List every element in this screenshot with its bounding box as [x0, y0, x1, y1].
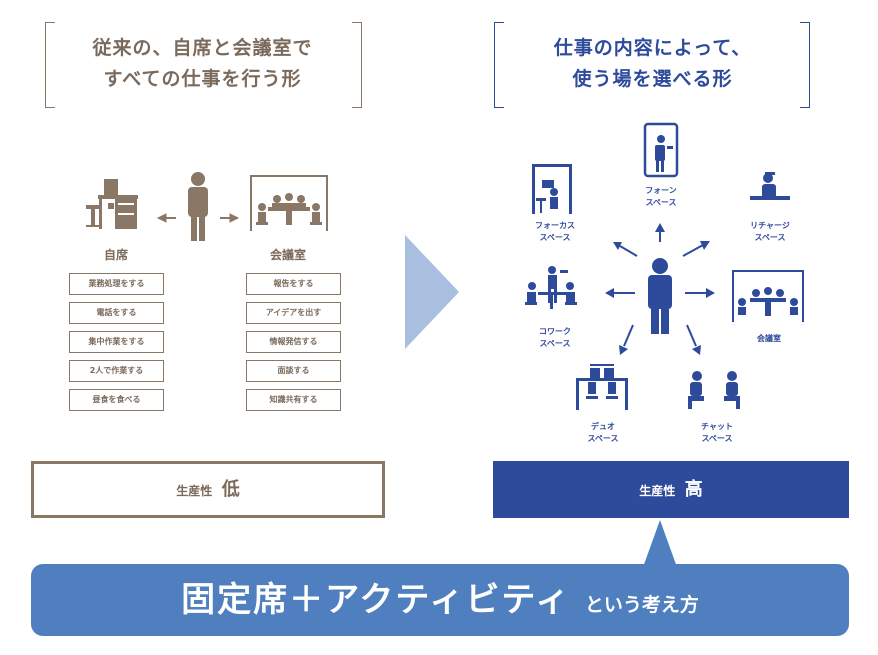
left-title-line1: 従来の、自席と会議室で — [92, 37, 313, 59]
phone-space-label: フォーン スペース — [626, 185, 696, 209]
desk-task-5: 昼食を食べる — [69, 389, 164, 411]
right-title-line1: 仕事の内容によって、 — [553, 37, 752, 59]
desk-task-3: 集中作業をする — [69, 331, 164, 353]
right-title-bracket-right — [800, 22, 810, 108]
right-productivity-box: 生産性 高 — [493, 461, 849, 518]
chat-space-label-line2: スペース — [701, 434, 733, 443]
transition-arrow-icon — [405, 235, 459, 349]
duo-space-label-line2: スペース — [587, 434, 619, 443]
meeting-task-1: 報告をする — [246, 273, 341, 295]
chat-icon — [688, 371, 740, 409]
desk-task-2: 電話をする — [69, 302, 164, 324]
desk-label: 自席 — [103, 248, 128, 262]
right-meeting-room-label: 会議室 — [734, 333, 804, 345]
right-title-bracket-left — [494, 22, 504, 108]
right-title-line2: 使う場を選べる形 — [572, 68, 733, 90]
left-productivity-value: 低 — [221, 479, 240, 500]
left-productivity-label: 生産性 — [176, 484, 213, 498]
phone-space-label-line2: スペース — [645, 198, 677, 207]
banner-main-text: 固定席＋アクティビティ — [181, 580, 572, 620]
cowork-icon — [525, 266, 577, 309]
left-title-bracket-left — [45, 22, 55, 108]
radial-arrows-icon — [605, 223, 715, 355]
meeting-task-2: アイデアを出す — [246, 302, 341, 324]
phone-space-label-line1: フォーン — [645, 186, 677, 195]
cowork-space-label: コワーク スペース — [520, 326, 590, 350]
cowork-space-label-line1: コワーク — [539, 327, 571, 336]
right-productivity-label: 生産性 — [639, 484, 676, 498]
banner-sub-text: という考え方 — [584, 594, 699, 616]
right-productivity-value: 高 — [684, 479, 703, 500]
focus-space-label-line2: スペース — [539, 233, 571, 242]
meeting-label: 会議室 — [269, 248, 306, 262]
left-title: 従来の、自席と会議室で すべての仕事を行う形 — [55, 33, 350, 95]
left-productivity-box: 生産性 低 — [31, 461, 385, 518]
chat-space-label-line1: チャット — [701, 422, 733, 431]
double-arrow-icon — [156, 213, 240, 223]
cowork-space-label-line2: スペース — [539, 339, 571, 348]
meeting-room-icon — [250, 175, 328, 231]
recharge-icon — [750, 172, 790, 200]
right-meeting-room-label-line1: 会議室 — [757, 334, 781, 343]
left-illustration — [86, 172, 328, 241]
duo-space-label: デュオ スペース — [568, 421, 638, 445]
center-person-icon — [648, 258, 672, 334]
right-meeting-room-icon — [732, 270, 804, 322]
desk-icon — [86, 179, 138, 229]
focus-desk-icon — [532, 164, 572, 214]
desk-task-1: 業務処理をする — [69, 273, 164, 295]
person-icon — [188, 172, 208, 241]
right-illustration — [525, 122, 804, 410]
banner-pointer-icon — [642, 520, 678, 570]
recharge-space-label-line2: スペース — [754, 233, 786, 242]
desk-task-4: 2人で作業する — [69, 360, 164, 382]
focus-space-label-line1: フォーカス — [535, 221, 575, 230]
left-title-line2: すべての仕事を行う形 — [103, 68, 302, 90]
meeting-task-4: 面談する — [246, 360, 341, 382]
left-title-bracket-right — [352, 22, 362, 108]
duo-space-label-line1: デュオ — [591, 422, 615, 431]
bottom-banner: 固定席＋アクティビティ という考え方 — [31, 564, 849, 636]
duo-desk-icon — [576, 364, 628, 410]
meeting-task-3: 情報発信する — [246, 331, 341, 353]
phone-booth-icon — [643, 122, 679, 178]
meeting-task-5: 知識共有する — [246, 389, 341, 411]
recharge-space-label: リチャージ スペース — [732, 220, 808, 244]
focus-space-label: フォーカス スペース — [520, 220, 590, 244]
right-title: 仕事の内容によって、 使う場を選べる形 — [505, 33, 800, 95]
chat-space-label: チャット スペース — [682, 421, 752, 445]
recharge-space-label-line1: リチャージ — [750, 221, 790, 230]
